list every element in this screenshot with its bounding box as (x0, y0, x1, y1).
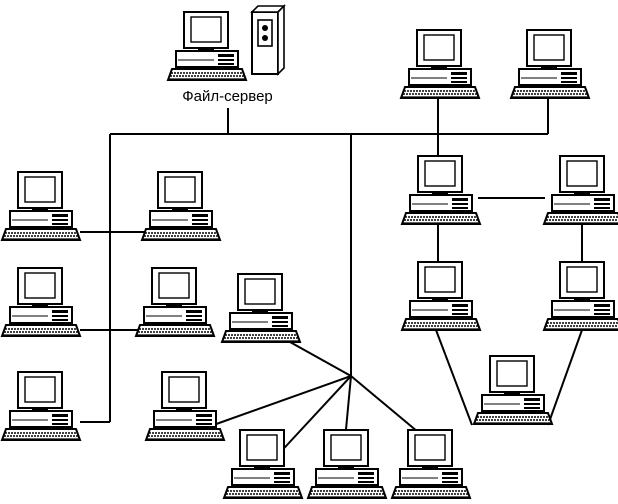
pc-left-3 (1, 371, 81, 441)
pc-ring-4 (543, 261, 618, 331)
pc-ring-2 (543, 155, 618, 225)
pc-mid-1 (141, 171, 221, 241)
pc-left-1 (1, 171, 81, 241)
pc-ring-3 (401, 261, 481, 331)
pc-bottom-3 (391, 429, 471, 499)
file-server-label: Файл-сервер (182, 88, 273, 105)
star-cable-2 (204, 375, 352, 429)
pc-mid-3 (221, 273, 301, 343)
pc-ring-5 (473, 355, 553, 425)
pc-top-right-1 (400, 29, 480, 99)
workstations (1, 29, 618, 499)
pc-bottom-2 (307, 429, 387, 499)
pc-top-right-2 (510, 29, 590, 99)
pc-mid-4 (145, 371, 225, 441)
pc-mid-2 (135, 267, 215, 337)
pc-ring-1 (401, 155, 481, 225)
server-tower (250, 4, 286, 76)
file-server (167, 4, 286, 81)
server-console-pc (167, 11, 247, 81)
pc-left-2 (1, 267, 81, 337)
ring-cable-bottom-right (547, 329, 583, 426)
star-cable-1 (289, 341, 352, 377)
ring-cable-bottom-left (435, 329, 473, 426)
